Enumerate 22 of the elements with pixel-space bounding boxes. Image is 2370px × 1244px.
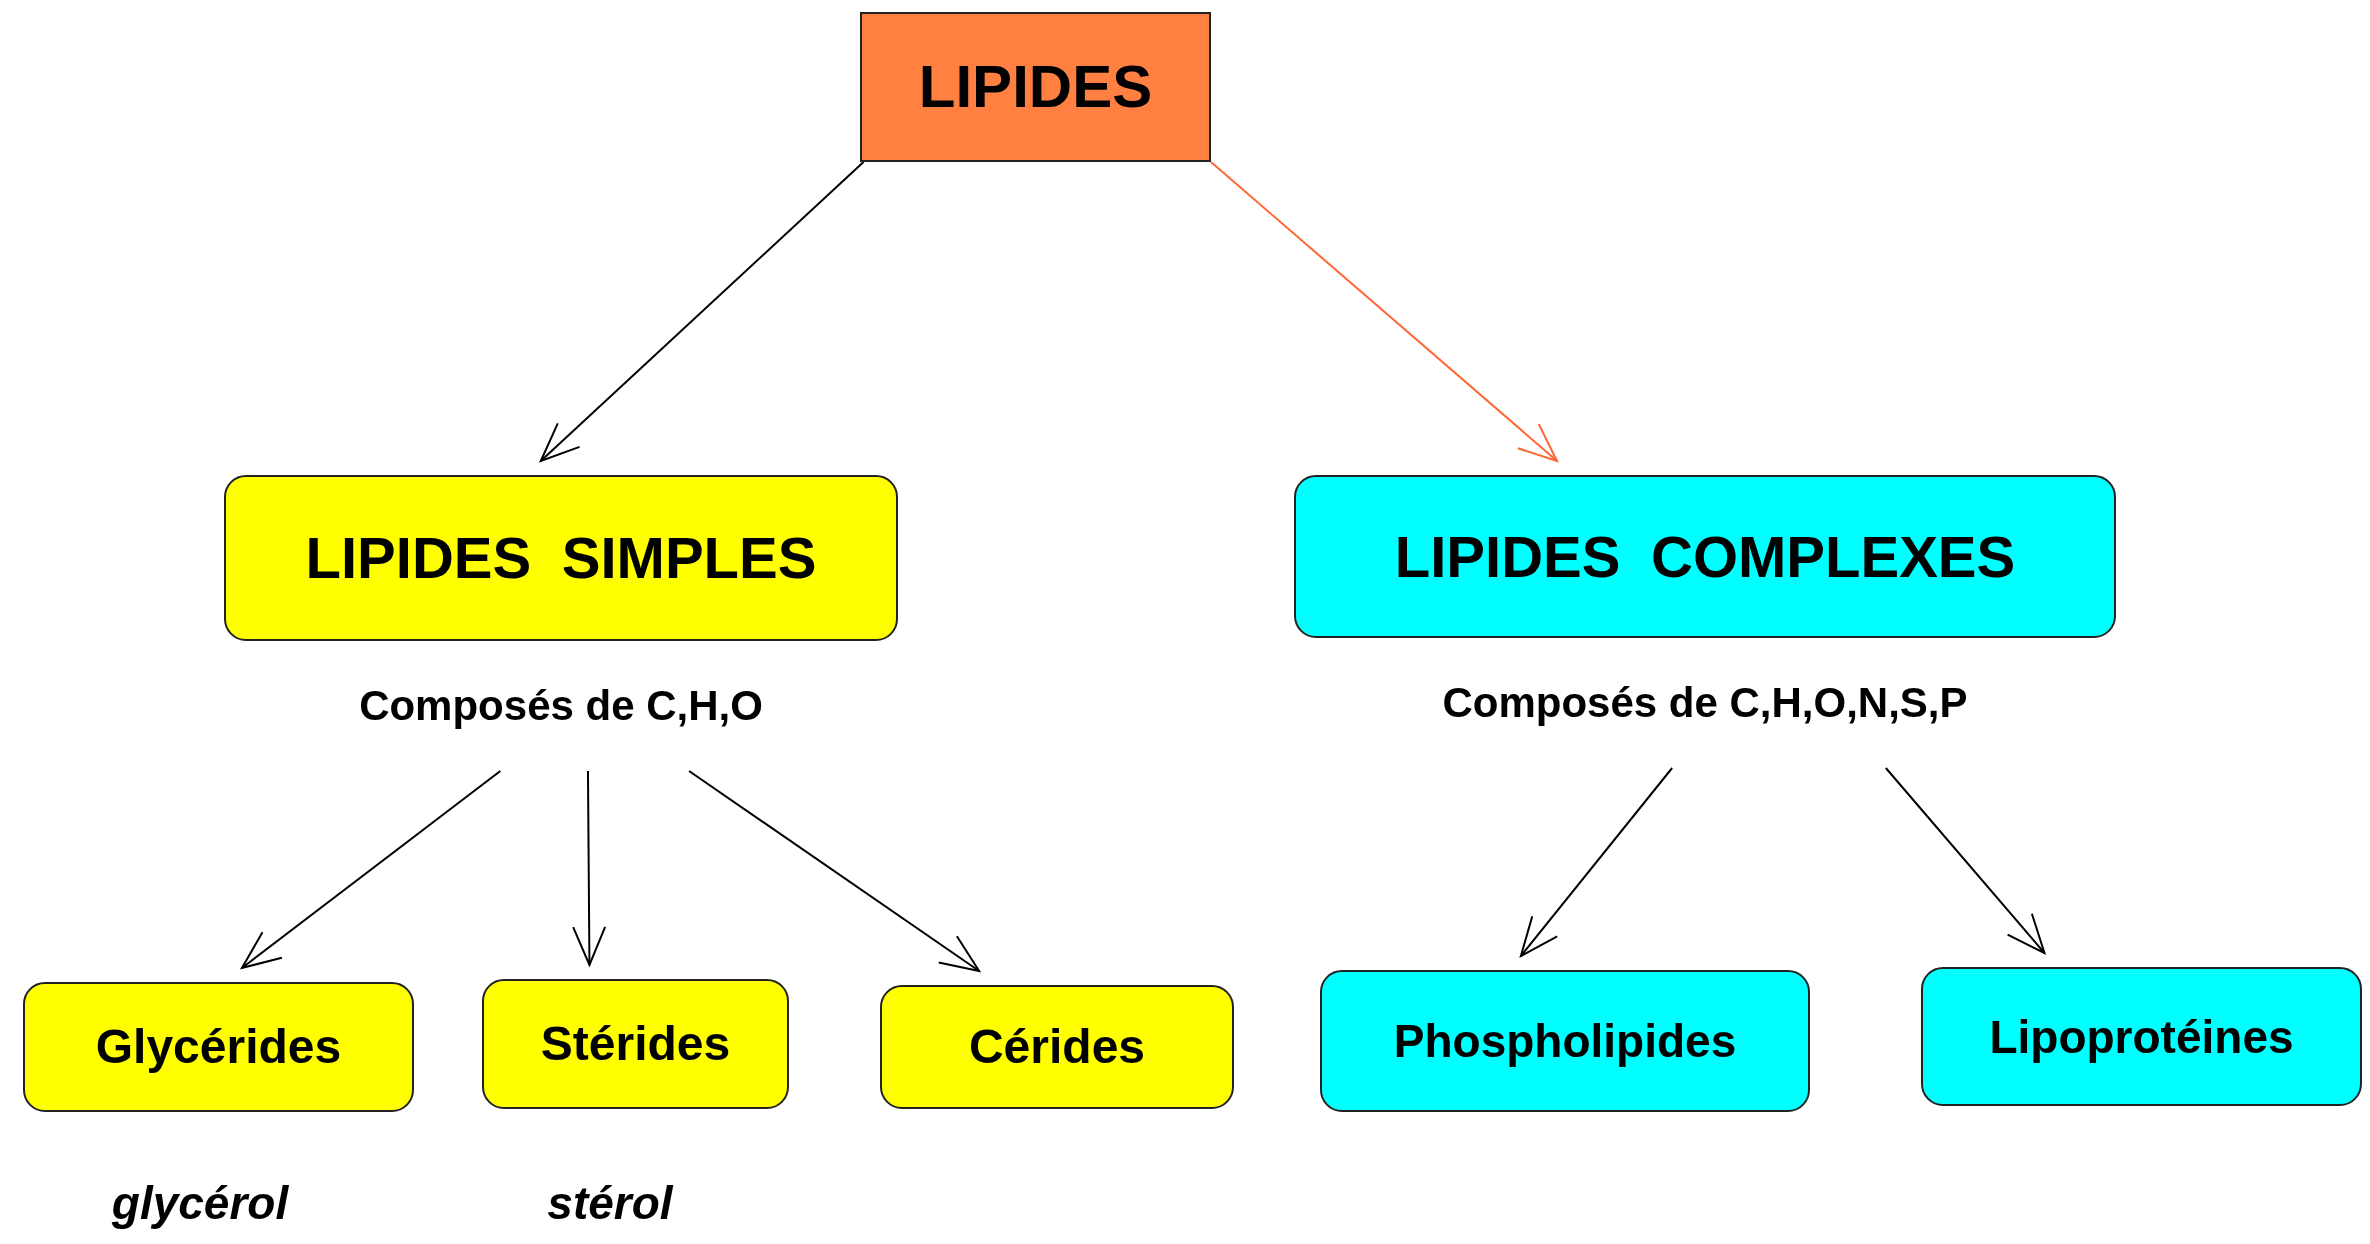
box-title: Cérides — [968, 1023, 1146, 1071]
arrow — [1210, 161, 1559, 462]
component-label: stérol — [546, 1180, 675, 1226]
arrow — [1884, 767, 2046, 954]
arrow — [539, 161, 865, 462]
category-box — [860, 12, 1211, 162]
category-box — [1921, 967, 2362, 1106]
arrow — [688, 770, 981, 972]
arrow — [240, 770, 502, 969]
composition-note: Composés de C,H,O,N,S,P — [1441, 682, 1969, 724]
box-title: LIPIDES — [918, 57, 1153, 117]
box-title: Glycérides — [95, 1023, 342, 1071]
box-title: LIPIDES COMPLEXES — [1394, 527, 2016, 586]
box-title: LIPIDES SIMPLES — [305, 529, 817, 587]
arrow — [1519, 767, 1674, 957]
category-box — [482, 979, 789, 1109]
composition-note: Composés de C,H,O — [358, 685, 764, 727]
box-title: Stérides — [540, 1020, 731, 1068]
category-box — [880, 985, 1234, 1109]
arrow — [572, 770, 607, 966]
category-box — [23, 982, 414, 1112]
category-box — [1320, 970, 1810, 1112]
